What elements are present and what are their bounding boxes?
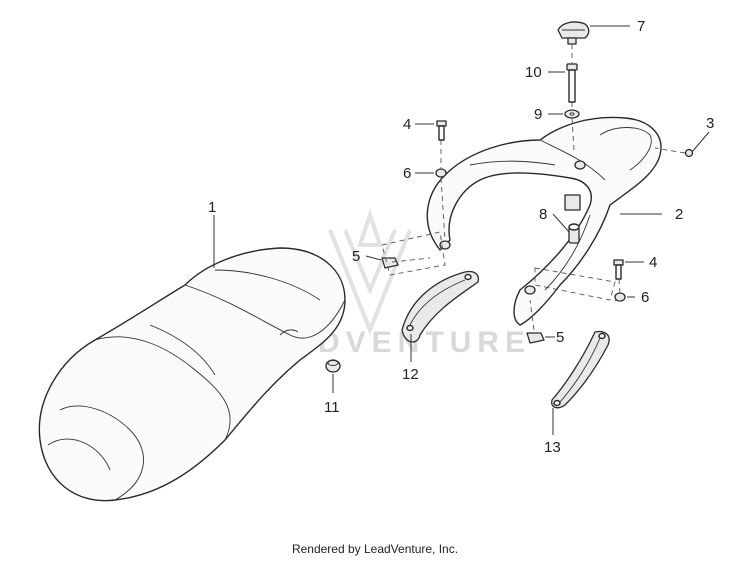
callout-1: 1 xyxy=(208,199,216,216)
flat-washer[interactable] xyxy=(564,109,580,119)
callout-10: 10 xyxy=(525,64,542,81)
grab-handle-cover[interactable] xyxy=(401,270,480,343)
callout-3: 3 xyxy=(706,115,714,132)
long-bolt[interactable] xyxy=(566,63,578,103)
leader-lines xyxy=(213,25,710,435)
washer-lower[interactable] xyxy=(614,292,626,302)
callout-6-upper: 6 xyxy=(403,165,411,182)
callout-9: 9 xyxy=(534,106,542,123)
callout-13: 13 xyxy=(544,439,561,456)
footer-credit: Rendered by LeadVenture, Inc. xyxy=(291,542,459,556)
grommet[interactable] xyxy=(325,359,341,373)
callout-6-lower: 6 xyxy=(641,289,649,306)
luggage-rack[interactable] xyxy=(426,116,662,326)
bolt-upper[interactable] xyxy=(436,120,447,141)
callout-4-upper: 4 xyxy=(403,116,411,133)
callout-labels: 1 2 3 4 5 6 7 8 9 10 11 12 13 4 6 5 xyxy=(208,18,714,456)
washer-upper[interactable] xyxy=(435,168,447,178)
callout-11: 11 xyxy=(324,399,340,416)
callout-7: 7 xyxy=(637,18,645,35)
small-screw[interactable] xyxy=(684,148,694,158)
bolt-lower[interactable] xyxy=(613,259,624,280)
callout-5-left: 5 xyxy=(352,248,360,265)
trim-strip[interactable] xyxy=(551,330,610,409)
clip-nut-right[interactable] xyxy=(526,332,545,344)
callout-4-lower: 4 xyxy=(649,254,657,271)
callout-5-right: 5 xyxy=(556,329,564,346)
callout-12: 12 xyxy=(402,366,419,383)
assembly-lines xyxy=(381,44,686,331)
callout-8: 8 xyxy=(539,206,547,223)
knob[interactable] xyxy=(557,21,590,45)
rubber-bumper[interactable] xyxy=(568,223,580,244)
callout-2: 2 xyxy=(675,206,683,223)
seat[interactable] xyxy=(38,247,346,502)
